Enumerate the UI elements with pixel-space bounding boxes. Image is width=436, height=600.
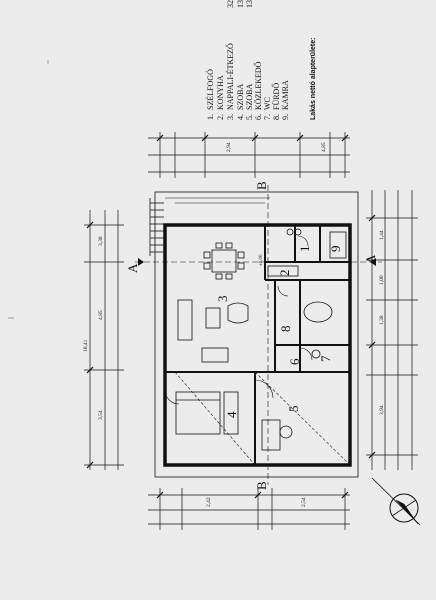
legend-name-6: KÖZLEKEDŐ [253,61,263,110]
room-6-number: 6 [287,358,302,365]
legend-num-5: 5. [245,114,254,120]
dining-chair [225,273,233,280]
dining-chair [237,262,245,270]
legend-name-9: KAMRA [281,80,290,110]
section-markers: A A B B [125,181,382,490]
wc-bowl [311,349,321,359]
legend-name-8: FÜRDŐ [271,83,281,110]
dimension-ticks [86,134,376,499]
legend-num-3: 3. [226,114,235,120]
dining-chair [203,262,211,270]
dim-right-1: 1,44 [379,230,385,240]
sofa [177,299,193,341]
dining-chair [203,251,211,259]
legend-num-1: 1. [206,114,215,120]
coffee-table [205,307,221,329]
legend-name-1: SZÉLFOGÓ [205,69,215,110]
dim-top-1: 2,94 [226,142,232,152]
legend-num-4: 4. [236,114,245,120]
door-swings [164,235,351,466]
dining-chair [225,242,233,249]
legend-num-6: 6. [254,114,263,120]
dim-left-total: 10,41 [83,339,89,352]
furniture [175,228,347,451]
room-9-number: 9 [328,246,343,253]
legend-area-3: 32 [226,0,235,8]
section-a-right: A [363,254,378,264]
legend-name-5: SZOBA [245,84,254,110]
level-marker: ±0,00 [259,254,264,266]
dining-chair [215,273,223,280]
dimension-labels: 10,41 3,30 4,85 3,54 1,44 1,00 1,38 3,94… [83,142,385,507]
room-4-number: 4 [224,411,239,418]
dining-table [211,249,237,273]
legend-num-7: 7. [263,114,272,120]
dim-bottom-1: 2,42 [206,497,212,507]
armchair [227,302,249,324]
tv-cabinet [201,347,229,363]
section-b-top: B [254,181,269,190]
bathtub [303,301,333,323]
dimension-lines [84,132,418,530]
chair [279,425,293,439]
bed [175,391,221,435]
scan-marks [8,60,49,319]
legend-num-8: 8. [272,114,281,120]
dim-right-3: 1,38 [379,315,385,325]
legend-name-4: SZOBA [236,84,245,110]
legend-name-3: NAPPALI-ÉTKEZŐ [225,43,235,110]
legend-num-9: 9. [281,114,290,120]
north-arrow-icon [371,477,421,526]
pantry-shelves [329,231,347,259]
walls [154,191,359,478]
room-legend: 1. SZÉLFOGÓ 2. KONYHA 3. NAPPALI-ÉTKEZŐ … [205,0,317,120]
dining-chair [237,251,245,259]
wardrobe [223,391,239,435]
dim-bottom-2: 2,54 [301,497,307,507]
dim-right-2: 1,00 [379,275,385,285]
legend-area-4: 13 [236,0,245,8]
dim-right-4: 3,94 [379,405,385,415]
legend-name-2: KONYHA [216,75,225,110]
dim-left-1: 3,30 [98,236,104,246]
legend-name-7: WC [263,97,272,110]
dim-left-2: 4,85 [98,310,104,320]
room-5-number: 5 [286,406,301,413]
dining-chair [215,242,223,249]
legend-footer: Lakás nettó alapterülete: [310,38,317,120]
desk [261,419,281,451]
room-7-number: 7 [318,355,333,362]
room-3-number: 3 [215,296,230,303]
room-2-number: 2 [277,270,292,277]
room-numbers: 3 4 5 6 7 8 2 1 9 [215,246,343,419]
legend-area-5: 13 [245,0,254,8]
legend-num-2: 2. [216,114,225,120]
section-a-left: A [125,263,140,273]
room-8-number: 8 [278,326,293,333]
dim-top-2: 4,85 [321,142,327,152]
entrance-stairs [149,197,270,256]
section-b-bottom: B [254,481,269,490]
room-1-number: 1 [297,246,312,253]
dim-left-3: 3,54 [98,410,104,420]
